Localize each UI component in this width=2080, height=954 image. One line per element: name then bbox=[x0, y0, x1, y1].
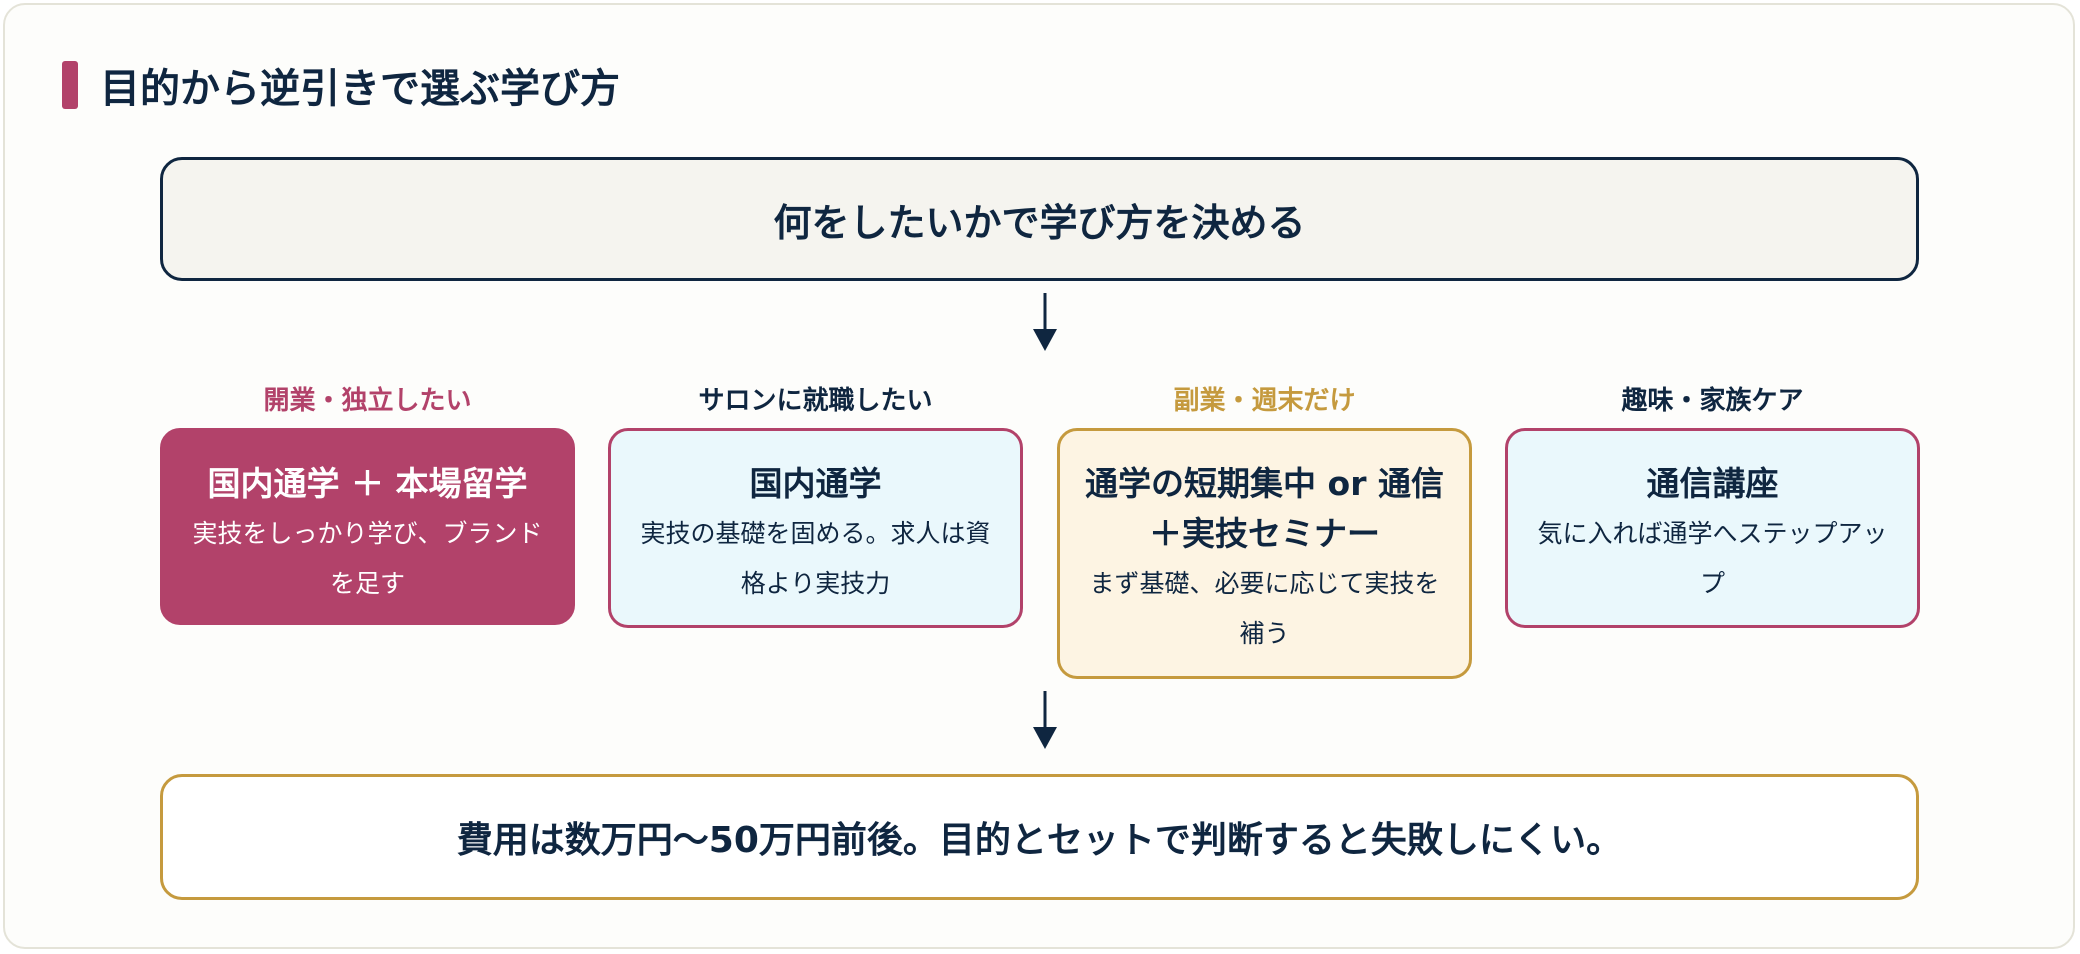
conclusion-box: 費用は数万円〜50万円前後。目的とセットで判断すると失敗しにくい。 bbox=[160, 774, 1919, 900]
option-card-title: 通信講座 bbox=[1646, 464, 1779, 503]
option-card-hobby: 通信講座 気に入れば通学へステップアップ bbox=[1505, 428, 1920, 628]
start-box: 何をしたいかで学び方を決める bbox=[160, 157, 1919, 281]
option-card-title: 国内通学 ＋ 本場留学 bbox=[207, 464, 528, 503]
option-label-side-job: 副業・週末だけ bbox=[1173, 386, 1356, 416]
option-card-independent: 国内通学 ＋ 本場留学 実技をしっかり学び、ブランドを足す bbox=[160, 428, 575, 625]
option-card-description: 実技の基礎を固める。求人は資格より実技力 bbox=[640, 519, 991, 598]
option-card-side-job: 通学の短期集中 or 通信＋実技セミナー まず基礎、必要に応じて実技を補う bbox=[1057, 428, 1472, 679]
option-card-description: 実技をしっかり学び、ブランドを足す bbox=[192, 519, 543, 598]
start-box-text: 何をしたいかで学び方を決める bbox=[773, 200, 1306, 245]
page-heading: 目的から逆引きで選ぶ学び方 bbox=[62, 60, 620, 112]
option-label-salon-job: サロンに就職したい bbox=[698, 386, 933, 416]
option-card-description: 気に入れば通学へステップアップ bbox=[1537, 519, 1888, 598]
conclusion-box-text: 費用は数万円〜50万円前後。目的とセットで判断すると失敗しにくい。 bbox=[456, 820, 1623, 861]
option-card-description: まず基礎、必要に応じて実技を補う bbox=[1089, 569, 1440, 648]
page-title: 目的から逆引きで選ぶ学び方 bbox=[100, 66, 620, 112]
arrow-down-icon bbox=[1033, 293, 1057, 351]
option-card-title: 通学の短期集中 or 通信＋実技セミナー bbox=[1085, 464, 1444, 553]
option-card-salon-job: 国内通学 実技の基礎を固める。求人は資格より実技力 bbox=[608, 428, 1023, 628]
option-label-hobby: 趣味・家族ケア bbox=[1621, 386, 1804, 416]
option-card-title: 国内通学 bbox=[749, 464, 882, 503]
option-label-independent: 開業・独立したい bbox=[263, 386, 472, 416]
arrow-down-icon bbox=[1033, 691, 1057, 749]
title-accent-bar bbox=[62, 61, 78, 109]
